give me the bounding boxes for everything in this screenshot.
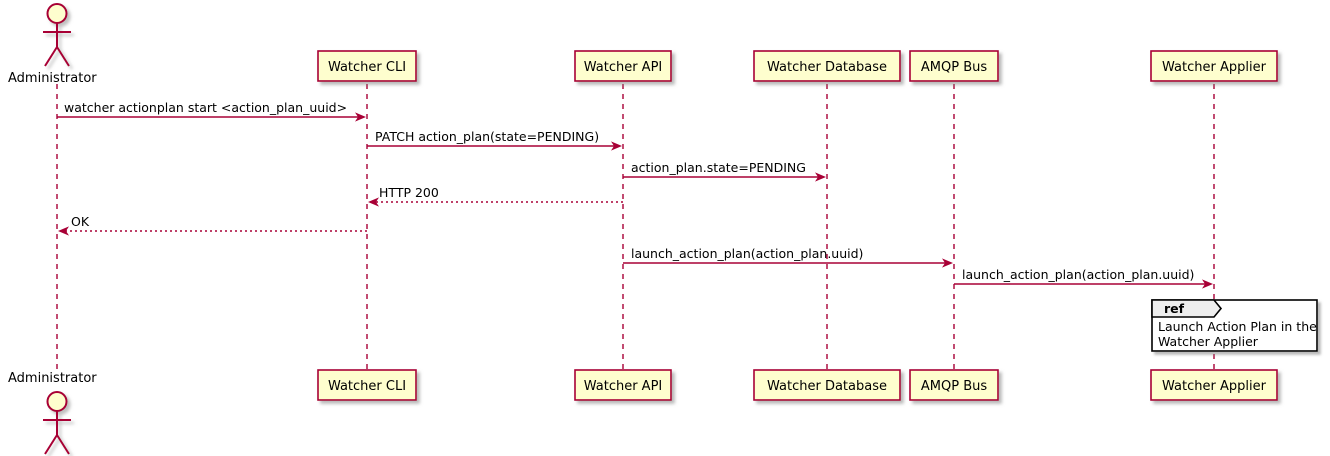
participant-box-watcher-database-bottom[interactable]: Watcher Database — [753, 369, 901, 401]
ref-fragment-body-line-1: Launch Action Plan in the — [1158, 319, 1317, 334]
participant-box-rect — [1150, 369, 1278, 401]
message-3-watcher-api-to-watcher-database[interactable]: action_plan.state=PENDING — [623, 160, 826, 182]
message-label: action_plan.state=PENDING — [631, 160, 806, 175]
participant-label-watcher-cli: Watcher CLI — [328, 379, 406, 394]
participant-box-rect — [909, 369, 999, 401]
participant-box-watcher-api-bottom[interactable]: Watcher API — [574, 369, 672, 401]
participant-box-watcher-api-top[interactable]: Watcher API — [574, 50, 672, 82]
participant-box-watcher-database-top[interactable]: Watcher Database — [753, 50, 901, 82]
participant-box-rect — [317, 369, 417, 401]
message-label: watcher actionplan start <action_plan_uu… — [64, 100, 347, 115]
actor-figure — [43, 391, 71, 455]
message-label: HTTP 200 — [379, 185, 439, 200]
message-arrowhead — [368, 197, 379, 207]
participant-label-watcher-database: Watcher Database — [767, 379, 887, 394]
participant-label-watcher-api: Watcher API — [584, 60, 663, 75]
participant-label-watcher-cli: Watcher CLI — [328, 60, 406, 75]
message-arrowhead — [58, 226, 69, 236]
lifelines-layer — [56, 84, 1215, 372]
participant-box-amqp-bus-top[interactable]: AMQP Bus — [909, 50, 999, 82]
participant-box-rect — [317, 50, 417, 82]
participant-box-rect — [753, 50, 901, 82]
participant-box-amqp-bus-bottom[interactable]: AMQP Bus — [909, 369, 999, 401]
message-1-administrator-to-watcher-cli[interactable]: watcher actionplan start <action_plan_uu… — [57, 100, 366, 122]
actor-leg-right — [56, 434, 70, 455]
message-arrowhead — [942, 258, 953, 268]
actor-figure — [43, 3, 71, 67]
actor-administrator-bottom[interactable]: Administrator — [8, 371, 97, 455]
actor-head-icon — [46, 3, 68, 24]
messages-layer: watcher actionplan start <action_plan_uu… — [57, 100, 1213, 289]
participant-box-watcher-applier-bottom[interactable]: Watcher Applier — [1150, 369, 1278, 401]
participant-label-amqp-bus: AMQP Bus — [921, 60, 987, 75]
actor-leg-left — [44, 434, 58, 455]
participant-label-watcher-applier: Watcher Applier — [1162, 60, 1267, 75]
participant-box-watcher-cli-bottom[interactable]: Watcher CLI — [317, 369, 417, 401]
actor-administrator-top[interactable]: Administrator — [8, 3, 97, 86]
participant-label-watcher-database: Watcher Database — [767, 60, 887, 75]
message-arrowhead — [1202, 279, 1213, 289]
participant-box-rect — [574, 50, 672, 82]
message-label: launch_action_plan(action_plan.uuid) — [962, 267, 1194, 282]
message-5-watcher-cli-to-administrator[interactable]: OK — [58, 214, 367, 236]
actor-label-administrator: Administrator — [8, 371, 97, 386]
message-4-watcher-api-to-watcher-cli[interactable]: HTTP 200 — [368, 185, 623, 207]
participant-box-watcher-cli-top[interactable]: Watcher CLI — [317, 50, 417, 82]
actor-leg-right — [56, 46, 70, 67]
actor-head-icon — [46, 391, 68, 412]
participant-box-rect — [1150, 50, 1278, 82]
participant-box-rect — [574, 369, 672, 401]
message-arrowhead — [611, 141, 622, 151]
ref-fragment-body-line-2: Watcher Applier — [1158, 334, 1259, 349]
participant-label-watcher-api: Watcher API — [584, 379, 663, 394]
actor-label-administrator: Administrator — [8, 71, 97, 86]
participant-box-watcher-applier-top[interactable]: Watcher Applier — [1150, 50, 1278, 82]
message-label: OK — [71, 214, 90, 229]
ref-fragment-title: ref — [1164, 301, 1185, 316]
message-arrowhead — [815, 172, 826, 182]
actor-leg-left — [44, 46, 58, 67]
participant-label-watcher-applier: Watcher Applier — [1162, 379, 1267, 394]
ref-fragment-tab — [1151, 299, 1223, 318]
message-arrowhead — [355, 112, 366, 122]
message-label: PATCH action_plan(state=PENDING) — [375, 129, 599, 144]
message-label: launch_action_plan(action_plan.uuid) — [631, 246, 863, 261]
message-7-amqp-bus-to-watcher-applier[interactable]: launch_action_plan(action_plan.uuid) — [954, 267, 1213, 289]
participant-label-amqp-bus: AMQP Bus — [921, 379, 987, 394]
participant-box-rect — [753, 369, 901, 401]
message-6-watcher-api-to-amqp-bus[interactable]: launch_action_plan(action_plan.uuid) — [623, 246, 953, 268]
message-2-watcher-cli-to-watcher-api[interactable]: PATCH action_plan(state=PENDING) — [367, 129, 622, 151]
participants-layer: Watcher CLI Watcher CLI Watcher API Watcher… — [317, 50, 1278, 401]
participant-box-rect — [909, 50, 999, 82]
